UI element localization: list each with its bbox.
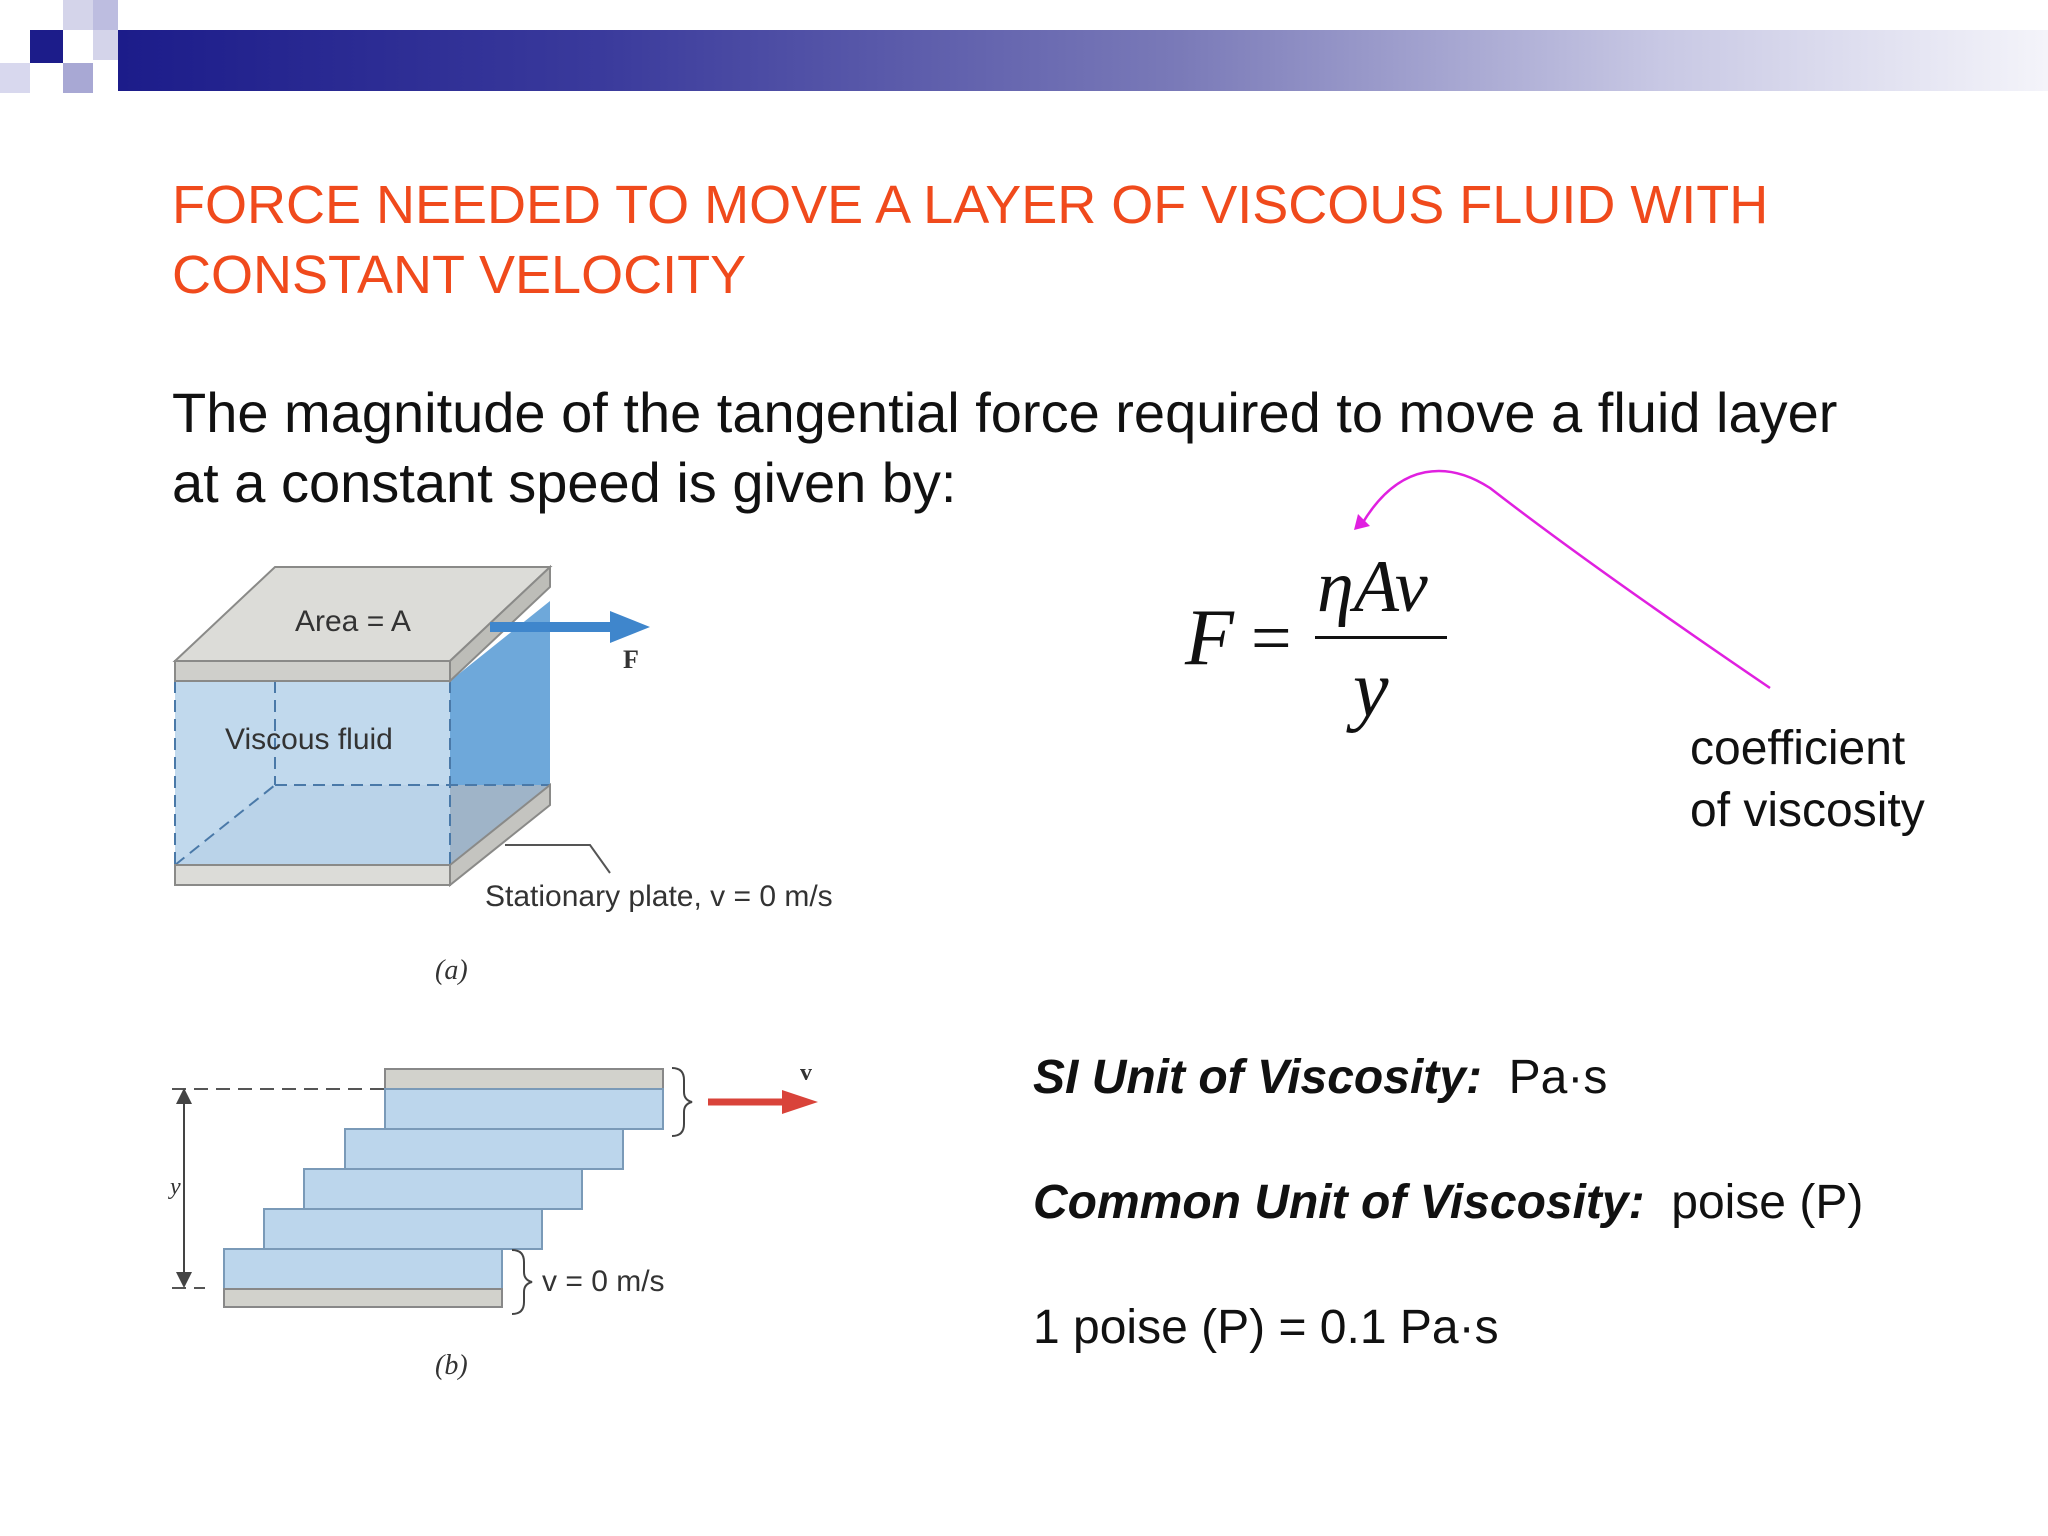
annotation-arrow <box>1354 469 1771 690</box>
y-label: y <box>170 1174 181 1200</box>
formula-equals: = <box>1251 598 1292 678</box>
common-unit-label: Common Unit of Viscosity: <box>1033 1176 1645 1229</box>
fluid-label: Viscous fluid <box>225 723 393 756</box>
caption-a: (a) <box>435 955 468 986</box>
conversion-line: 1 poise (P) = 0.1 Pa·s <box>1033 1301 1499 1354</box>
header-square-mid <box>93 0 118 30</box>
header-square-dark <box>30 30 63 63</box>
figure-a: Area = A F Viscous fluid Stationary plat… <box>160 555 900 1005</box>
force-label: F <box>623 645 639 674</box>
si-unit-label: SI Unit of Viscosity: <box>1033 1051 1482 1104</box>
formula-denominator: y <box>1353 646 1389 734</box>
figure-a-diagram <box>172 564 650 888</box>
slide-title: FORCE NEEDED TO MOVE A LAYER OF VISCOUS … <box>172 175 1769 305</box>
common-unit-value: poise (P) <box>1671 1176 1864 1229</box>
si-unit-value: Pa·s <box>1508 1051 1608 1104</box>
caption-b: (b) <box>435 1350 468 1381</box>
intro-text: The magnitude of the tangential force re… <box>172 381 1838 514</box>
annotation-line-2: of viscosity <box>1690 784 1925 837</box>
header-square-light <box>93 30 118 60</box>
header-gradient-bar <box>118 30 2048 91</box>
area-label: Area = A <box>295 605 411 638</box>
formula-lhs: F <box>1185 594 1234 682</box>
header-square-light <box>0 63 30 93</box>
velocity-label: v <box>800 1060 812 1086</box>
figure-b: v y v = 0 m/s (b) <box>160 1050 840 1410</box>
viscous-force-formula: F = ηAv y <box>1175 545 1465 745</box>
annotation-line-1: coefficient <box>1690 722 1906 775</box>
header-square-mid <box>63 63 93 93</box>
si-unit-line: SI Unit of Viscosity: Pa·s <box>1033 1050 1607 1105</box>
header-square-light <box>63 0 93 30</box>
bottom-velocity-label: v = 0 m/s <box>542 1265 665 1298</box>
common-unit-line: Common Unit of Viscosity: poise (P) <box>1033 1175 1863 1230</box>
coefficient-annotation: coefficient of viscosity <box>1690 718 1925 842</box>
formula-numerator: ηAv <box>1317 546 1428 628</box>
figure-b-diagram <box>172 1067 818 1315</box>
plate-label: Stationary plate, v = 0 m/s <box>485 880 833 913</box>
fraction-bar <box>1315 636 1447 639</box>
